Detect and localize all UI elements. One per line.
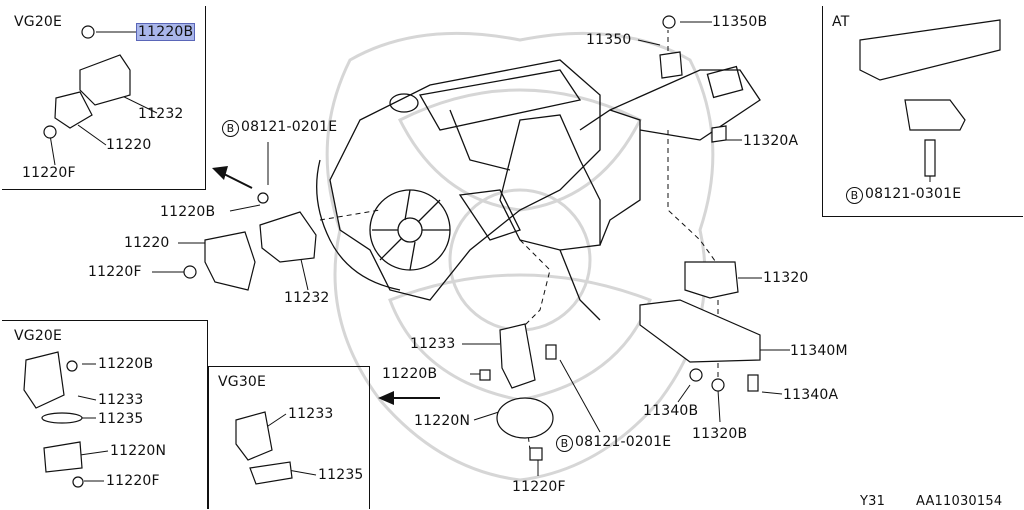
callout-11232-main[interactable]: 11232	[284, 290, 330, 306]
footer-code: AA11030154	[916, 494, 1003, 509]
callout-11220b-center[interactable]: 11220B	[382, 366, 438, 382]
bolt-ref-symbol: B	[556, 435, 573, 452]
inset-title-vg20e-bottom: VG20E	[14, 328, 63, 344]
bolt-ref-symbol: B	[222, 120, 239, 137]
callout-11320b[interactable]: 11320B	[692, 426, 748, 442]
callout-11220b-left[interactable]: 11220B	[98, 356, 154, 372]
callout-11350[interactable]: 11350	[586, 32, 632, 48]
footer-page: Y31	[860, 494, 886, 509]
engine-assembly	[316, 59, 761, 321]
inset-at	[822, 6, 1023, 217]
inset-vg30e	[208, 366, 370, 509]
callout-11350b[interactable]: 11350B	[712, 14, 768, 30]
callout-11235-vg30e[interactable]: 11235	[318, 467, 364, 483]
inset-title-vg20e-top: VG20E	[14, 14, 63, 30]
callout-11220n-left[interactable]: 11220N	[110, 443, 167, 459]
callout-11220f-center[interactable]: 11220F	[512, 479, 566, 495]
callout-11220-top[interactable]: 11220	[106, 137, 152, 153]
inset-title-at: AT	[832, 14, 850, 30]
callout-11235-left[interactable]: 11235	[98, 411, 144, 427]
callout-11340b[interactable]: 11340B	[643, 403, 699, 419]
callout-11220b-main[interactable]: 11220B	[160, 204, 216, 220]
callout-11220-main[interactable]: 11220	[124, 235, 170, 251]
callout-11320a[interactable]: 11320A	[743, 133, 799, 149]
leader-lines	[319, 30, 719, 451]
callout-11340m[interactable]: 11340M	[790, 343, 848, 359]
inset-vg20e-top	[2, 6, 206, 190]
bolt-ref-symbol: B	[846, 187, 863, 204]
callout-11340a[interactable]: 11340A	[783, 387, 839, 403]
callout-11220f-left[interactable]: 11220F	[106, 473, 160, 489]
part-sketches	[23, 15, 1001, 488]
inset-vg20e-bottom	[2, 320, 208, 509]
callout-11233-vg30e[interactable]: 11233	[288, 406, 334, 422]
callout-11233-center[interactable]: 11233	[410, 336, 456, 352]
callout-11232-top[interactable]: 11232	[138, 106, 184, 122]
callout-11220b-top[interactable]: 11220B	[136, 23, 196, 41]
callout-11220f-top[interactable]: 11220F	[22, 165, 76, 181]
callout-11220f-main[interactable]: 11220F	[88, 264, 142, 280]
direction-arrows	[212, 166, 440, 405]
inset-title-vg30e: VG30E	[218, 374, 267, 390]
callout-11233-left[interactable]: 11233	[98, 392, 144, 408]
callout-11220n-center[interactable]: 11220N	[414, 413, 471, 429]
callout-11320[interactable]: 11320	[763, 270, 809, 286]
